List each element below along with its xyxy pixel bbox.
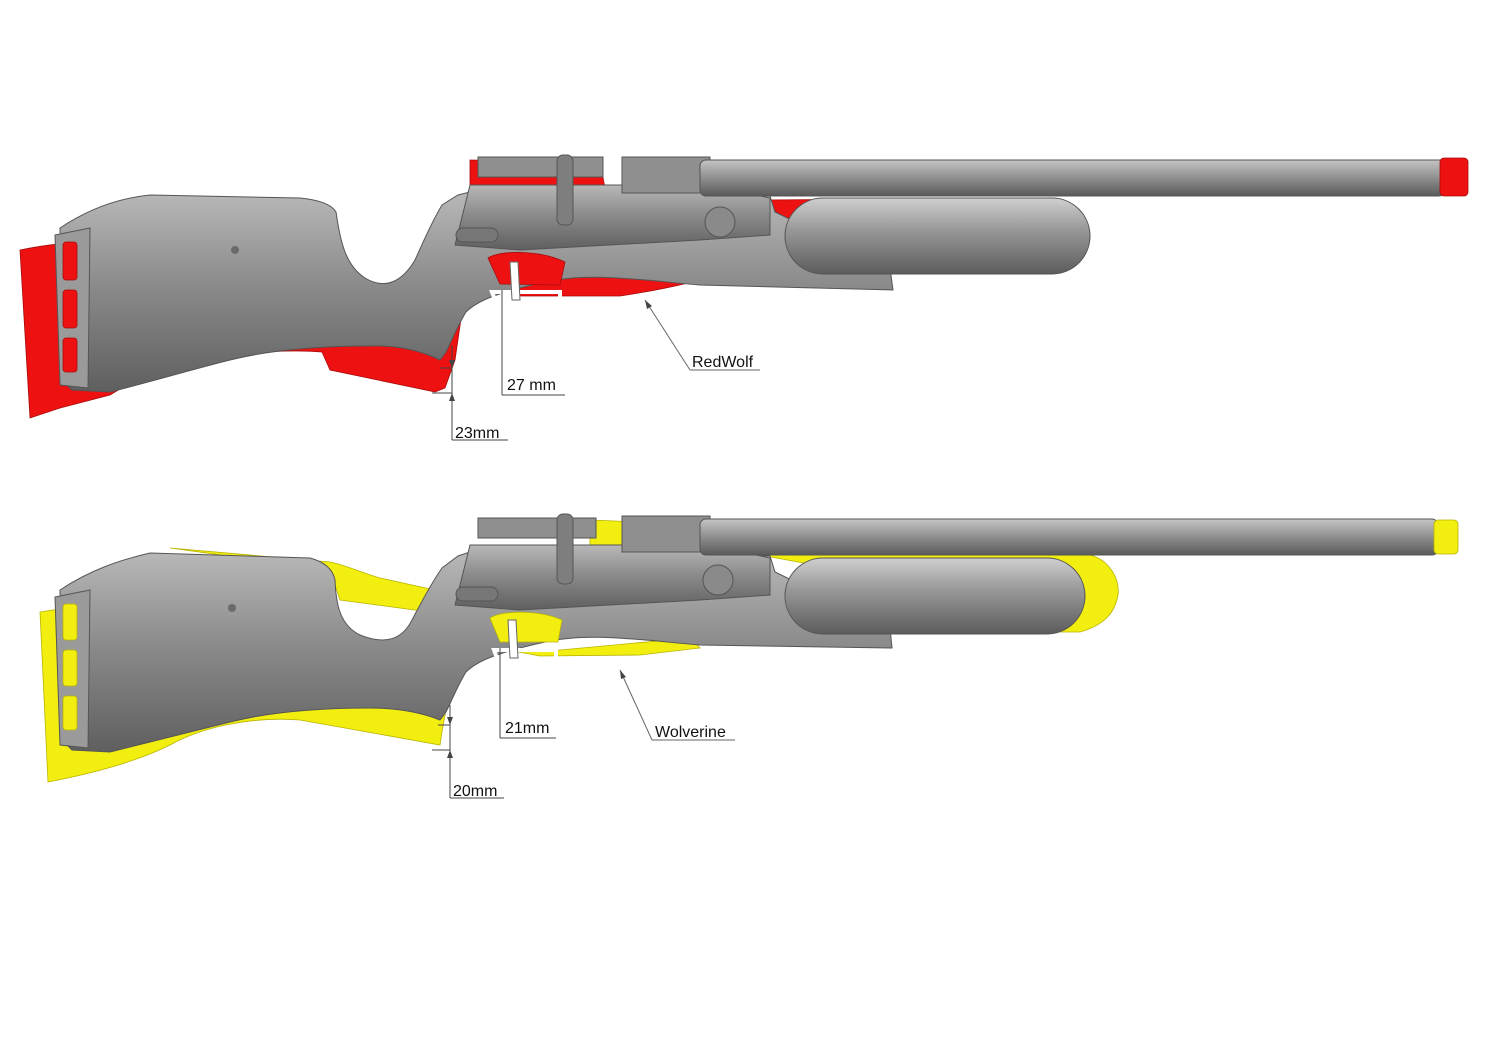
butt-slot bbox=[62, 695, 78, 731]
air-cylinder bbox=[784, 197, 1091, 275]
safety-switch bbox=[455, 227, 499, 243]
trigger-dimension: 27 mm bbox=[501, 290, 565, 396]
trigger-dimension-label: 27 mm bbox=[507, 377, 556, 394]
trigger bbox=[507, 619, 519, 659]
rear-rail bbox=[477, 517, 597, 539]
magazine-knob bbox=[704, 206, 736, 238]
barrel bbox=[699, 518, 1439, 556]
butt-slot bbox=[62, 337, 78, 373]
rifle-redwolf: 27 mm 23mm RedWolf bbox=[19, 154, 1469, 442]
butt-slot bbox=[62, 289, 78, 329]
air-cylinder bbox=[784, 557, 1086, 635]
trigger-guard bbox=[491, 648, 558, 674]
trigger-dimension-label: 21mm bbox=[505, 720, 549, 737]
stock bbox=[59, 191, 894, 393]
butt-slot bbox=[62, 603, 78, 641]
model-label: RedWolf bbox=[692, 354, 754, 371]
butt-slot bbox=[62, 649, 78, 687]
model-callout: Wolverine bbox=[619, 669, 735, 741]
rear-rail bbox=[477, 156, 604, 178]
trigger-accent bbox=[489, 611, 563, 643]
trigger bbox=[509, 261, 521, 301]
model-callout: RedWolf bbox=[644, 299, 760, 371]
barrel bbox=[699, 159, 1446, 197]
butt-slot bbox=[62, 241, 78, 281]
muzzle-cap bbox=[1433, 519, 1459, 555]
stock bbox=[59, 551, 893, 753]
front-rail bbox=[621, 515, 711, 553]
trigger-dimension: 21mm bbox=[499, 648, 556, 739]
stock-screw bbox=[231, 246, 239, 254]
trigger-accent bbox=[487, 252, 566, 286]
cocking-lever bbox=[556, 513, 574, 585]
muzzle-cap bbox=[1439, 157, 1469, 197]
cocking-lever bbox=[556, 154, 574, 226]
magazine-knob bbox=[702, 564, 734, 596]
model-label: Wolverine bbox=[655, 724, 726, 741]
grip-dimension-label: 23mm bbox=[455, 425, 499, 442]
front-rail bbox=[621, 156, 711, 194]
safety-switch bbox=[455, 586, 499, 602]
rifle-wolverine: 21mm 20mm Wolverine bbox=[39, 513, 1459, 800]
grip-dimension: 23mm bbox=[432, 345, 508, 442]
grip-dimension: 20mm bbox=[432, 705, 504, 800]
accent-upper-stock bbox=[169, 547, 436, 613]
trigger-guard bbox=[489, 290, 562, 320]
stock-screw bbox=[228, 604, 236, 612]
grip-dimension-label: 20mm bbox=[453, 783, 497, 800]
